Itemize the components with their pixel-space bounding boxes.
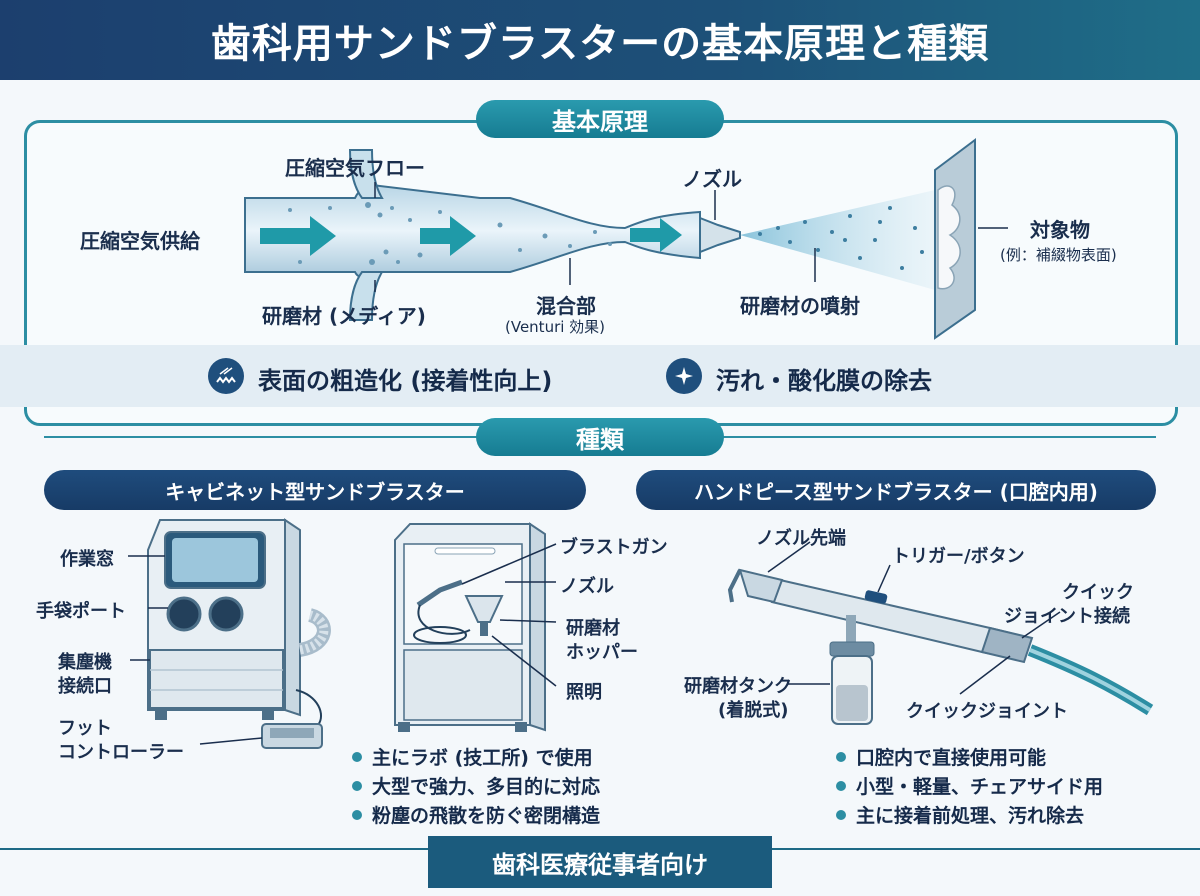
flow-arrow-3 bbox=[630, 218, 682, 252]
list-item: 小型・軽量、チェアサイド用 bbox=[836, 773, 1103, 802]
label-qc-2: ジョイント接続 bbox=[1004, 606, 1130, 627]
pipe-body bbox=[244, 183, 701, 278]
label-tank-2: (着脱式) bbox=[718, 700, 789, 721]
label-foot-1: フット bbox=[58, 718, 112, 739]
label-trigger: トリガー/ボタン bbox=[892, 546, 1025, 567]
effects-band bbox=[0, 345, 1200, 407]
label-air-flow: 圧縮空気フロー bbox=[285, 156, 425, 180]
media-inlet-bottom bbox=[348, 271, 384, 321]
label-tank-1: 研磨材タンク bbox=[684, 676, 792, 697]
handpiece-title: ハンドピース型サンドブラスター (口腔内用) bbox=[636, 470, 1156, 510]
page-title: 歯科用サンドブラスターの基本原理と種類 bbox=[210, 21, 990, 67]
label-tip: ノズル先端 bbox=[756, 528, 846, 549]
list-item: 口腔内で直接使用可能 bbox=[836, 744, 1103, 773]
particles bbox=[288, 202, 612, 265]
spray-cone bbox=[740, 190, 935, 290]
label-dust-1: 集塵機 bbox=[58, 652, 112, 673]
footer-tag: 歯科医療従事者向け bbox=[428, 836, 772, 888]
effect-roughening: 表面の粗造化 (接着性向上) bbox=[258, 367, 553, 395]
air-inlet-top bbox=[348, 149, 384, 199]
title-bar: 歯科用サンドブラスターの基本原理と種類 bbox=[0, 0, 1200, 80]
types-heading: 種類 bbox=[476, 418, 724, 456]
target-surface bbox=[937, 185, 961, 290]
label-glove-port: 手袋ポート bbox=[36, 601, 126, 622]
label-light: 照明 bbox=[566, 682, 602, 703]
label-nozzle: ノズル bbox=[682, 167, 742, 191]
label-media: 研磨材 (メディア) bbox=[262, 304, 426, 328]
label-foot-2: コントローラー bbox=[58, 742, 184, 763]
cabinet-title: キャビネット型サンドブラスター bbox=[44, 470, 586, 510]
handpiece-illustration bbox=[727, 541, 1154, 725]
label-hopper-2: ホッパー bbox=[566, 642, 638, 663]
effect-cleaning: 汚れ・酸化膜の除去 bbox=[716, 367, 932, 395]
cabinet-illustration bbox=[128, 518, 557, 749]
label-jet: 研磨材の噴射 bbox=[740, 294, 860, 318]
label-gun: ブラストガン bbox=[560, 537, 668, 558]
sparkle-icon bbox=[666, 358, 702, 394]
label-target-example: (例：補綴物表面) bbox=[1000, 246, 1117, 264]
label-mixing: 混合部 bbox=[536, 294, 596, 318]
principle-heading: 基本原理 bbox=[476, 100, 724, 138]
label-venturi: (Venturi 効果) bbox=[505, 318, 606, 336]
spray-particles bbox=[758, 206, 924, 270]
label-dust-2: 接続口 bbox=[58, 676, 112, 697]
list-item: 粉塵の飛散を防ぐ密閉構造 bbox=[352, 802, 600, 831]
label-window: 作業窓 bbox=[60, 549, 114, 570]
handpiece-bullets: 口腔内で直接使用可能 小型・軽量、チェアサイド用 主に接着前処理、汚れ除去 bbox=[836, 744, 1103, 831]
nozzle bbox=[699, 216, 741, 254]
label-joint: クイックジョイント bbox=[906, 701, 1068, 722]
label-target: 対象物 bbox=[1030, 218, 1090, 242]
flow-arrow-1 bbox=[260, 216, 336, 256]
rough-surface-icon bbox=[208, 358, 244, 394]
flow-arrow-2 bbox=[420, 216, 476, 256]
list-item: 主に接着前処理、汚れ除去 bbox=[836, 802, 1103, 831]
list-item: 大型で強力、多目的に対応 bbox=[352, 773, 600, 802]
label-qc-1: クイック bbox=[1062, 582, 1134, 603]
label-air-supply: 圧縮空気供給 bbox=[80, 229, 200, 253]
list-item: 主にラボ (技工所) で使用 bbox=[352, 744, 600, 773]
label-hopper-1: 研磨材 bbox=[566, 618, 620, 639]
label-cab-nozzle: ノズル bbox=[560, 576, 614, 597]
principle-diagram bbox=[244, 138, 1008, 340]
cabinet-bullets: 主にラボ (技工所) で使用 大型で強力、多目的に対応 粉塵の飛散を防ぐ密閉構造 bbox=[352, 744, 600, 831]
